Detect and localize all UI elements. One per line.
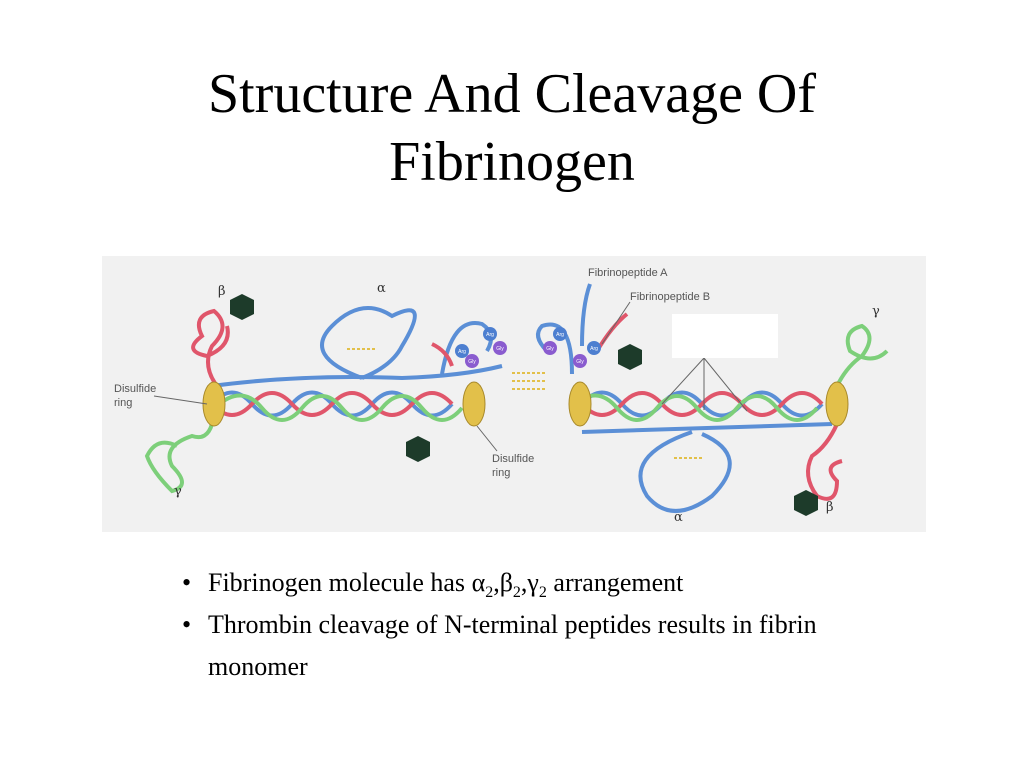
bullet-1-beta: β [499,568,513,597]
label-beta-bottom-right: β [826,500,834,515]
fibrinogen-structure-illustration: Arg Arg Gly Gly Arg Arg Gly Gly [144,283,889,516]
label-alpha-bottom: α [674,510,683,525]
bullet-1-gamma: γ [527,568,539,597]
fibrinopeptide-b-strand [595,312,629,353]
alpha-chain-top-strand [211,364,503,388]
label-alpha-top: α [377,281,386,296]
gly-label-3: Gly [546,346,554,352]
bullet-2-text: Thrombin cleavage of N-terminal peptides… [208,610,817,681]
fibrinogen-diagram: Arg Arg Gly Gly Arg Arg Gly Gly Fi [102,256,926,532]
carbohydrate-bottom-right [794,490,818,516]
arg-residue-3 [553,327,567,341]
gamma-chain-right-coil [570,393,819,422]
gly-residue-4 [573,354,587,368]
blank-label-box [672,314,778,358]
bullet-icon: • [182,568,192,597]
carbohydrate-top-left [230,294,254,320]
bullet-1-sep-2: , [520,568,528,597]
disulfide-ring-center-left [462,381,486,427]
label-fibrinopeptide-a: Fibrinopeptide A [588,267,668,279]
gly-residue-1 [465,354,479,368]
bullet-1-sep-1: , [493,568,500,597]
disulfide-ring-left [202,381,226,427]
gly-label-4: Gly [576,359,584,365]
gamma-globule-bottom-left [144,423,214,494]
slide-title: Structure And Cleavage Of Fibrinogen [0,60,1024,196]
arg-label-3: Arg [556,332,564,338]
bullet-1-sub-gamma: 2 [538,584,547,602]
slide-title-line-1: Structure And Cleavage Of [207,63,817,125]
pointer-white-box-2 [703,357,748,412]
beta-chain-right-coil [580,391,824,417]
bullet-icon: • [182,610,192,639]
beta-globule-bottom-right [806,423,843,501]
beta-globule-top-left [191,308,230,388]
alpha-chain-bottom-loop [638,430,732,513]
gly-label-2: Gly [496,346,504,352]
bullet-item-1: • Fibrinogen molecule has α2,β2,γ2 arran… [180,562,900,604]
carbohydrate-center [406,436,430,462]
gly-residue-2 [493,341,507,355]
bullet-list: • Fibrinogen molecule has α2,β2,γ2 arran… [180,562,900,688]
carbohydrate-right [618,344,642,370]
beta-chain-left-coil [210,391,454,417]
pointer-white-box-3 [661,357,705,405]
gly-residue-3 [543,341,557,355]
label-gamma-bottom-left: γ [174,484,182,499]
bullet-item-2: • Thrombin cleavage of N-terminal peptid… [180,604,900,688]
pointer-disulfide-center [476,425,498,452]
arg-label-4: Arg [590,346,598,352]
gamma-globule-top-right [835,323,889,387]
fibrinopeptide-left-red [431,342,454,367]
arg-residue-4 [587,341,601,355]
arg-label-1: Arg [458,349,466,355]
gly-label-1: Gly [468,359,476,365]
label-beta-top-left: β [218,284,226,299]
label-gamma-top-right: γ [872,304,880,319]
gamma-chain-left-coil [215,393,464,422]
bullet-1-sub-beta: 2 [512,584,521,602]
bullet-1-sub-alpha: 2 [485,584,494,602]
alpha-chain-top-loop [320,306,417,380]
disulfide-ring-right [825,381,849,427]
label-fibrinopeptide-b: Fibrinopeptide B [630,291,711,303]
bullet-1-suffix: arrangement [546,568,684,597]
arg-residue-1 [455,344,469,358]
slide-title-line-2: Fibrinogen [389,131,635,193]
label-disulfide-ring-left: Disulfide ring [114,383,157,409]
fibrinopeptide-a-strand [580,283,592,347]
arg-label-2: Arg [486,332,494,338]
pointer-fibrinopeptide-b [601,301,631,345]
disulfide-ring-center-right [568,381,592,427]
alpha-chain-bottom-strand [581,422,833,434]
arg-residue-2 [483,327,497,341]
fibrinopeptide-right-blue [536,322,574,375]
pointer-disulfide-left [153,395,208,405]
label-disulfide-ring-center: Disulfide ring [492,453,535,479]
bullet-1-alpha: α [471,568,486,597]
bullet-1-prefix: Fibrinogen molecule has [208,568,472,597]
